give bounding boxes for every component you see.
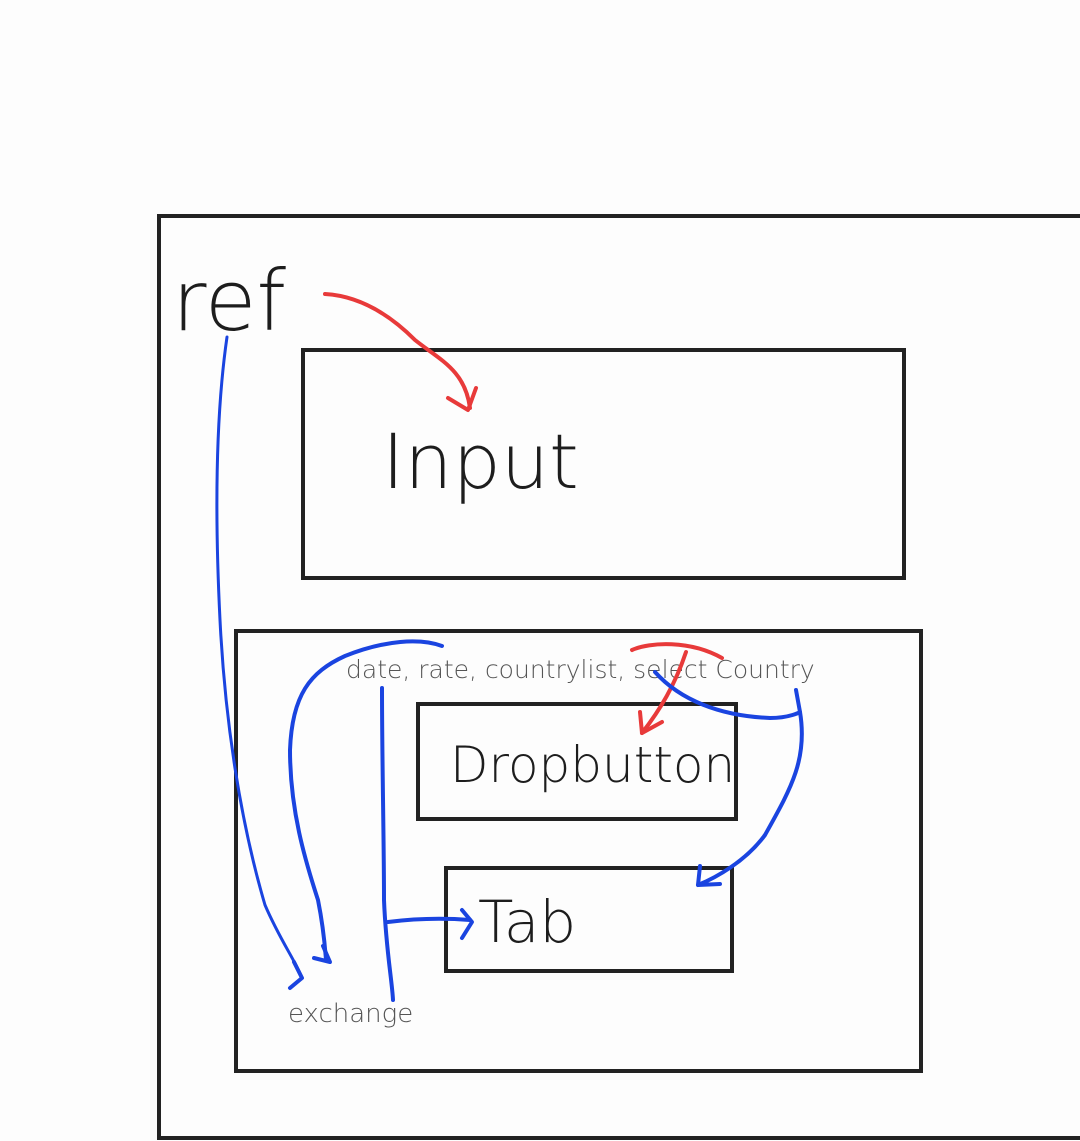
ref-to-exchange-arrowhead — [288, 960, 304, 990]
date-rate-to-tab-arrowhead — [460, 908, 474, 940]
props-to-exchange-arrowhead — [312, 944, 332, 964]
select-country-stub — [794, 688, 802, 714]
dropbutton-label: Dropbutton — [450, 736, 735, 794]
dropbutton-box — [416, 702, 738, 821]
countrylist-to-dropbutton-arrow — [640, 650, 688, 735]
props-label: date, rate, countrylist, select Country — [346, 655, 815, 684]
exchange-component-box — [234, 629, 923, 1073]
ref-to-input-arrow — [323, 292, 472, 410]
countrylist-to-dropbutton-arrowhead — [638, 710, 664, 735]
date-rate-to-tab-line — [380, 686, 395, 1002]
exchange-label: exchange — [288, 999, 413, 1029]
ref-to-exchange-arrow — [215, 335, 304, 980]
outer-component-box — [157, 214, 1080, 1140]
input-label: Input — [382, 417, 579, 506]
ref-label: ref — [172, 252, 286, 350]
date-rate-to-tab-arrow — [386, 916, 472, 924]
props-to-exchange-arrow — [288, 639, 444, 962]
ref-to-input-arrowhead — [446, 386, 478, 412]
countrylist-bracket — [630, 642, 724, 660]
input-box — [301, 348, 906, 580]
select-country-to-tab-arrowhead — [696, 864, 722, 887]
tab-label: Tab — [478, 888, 576, 956]
